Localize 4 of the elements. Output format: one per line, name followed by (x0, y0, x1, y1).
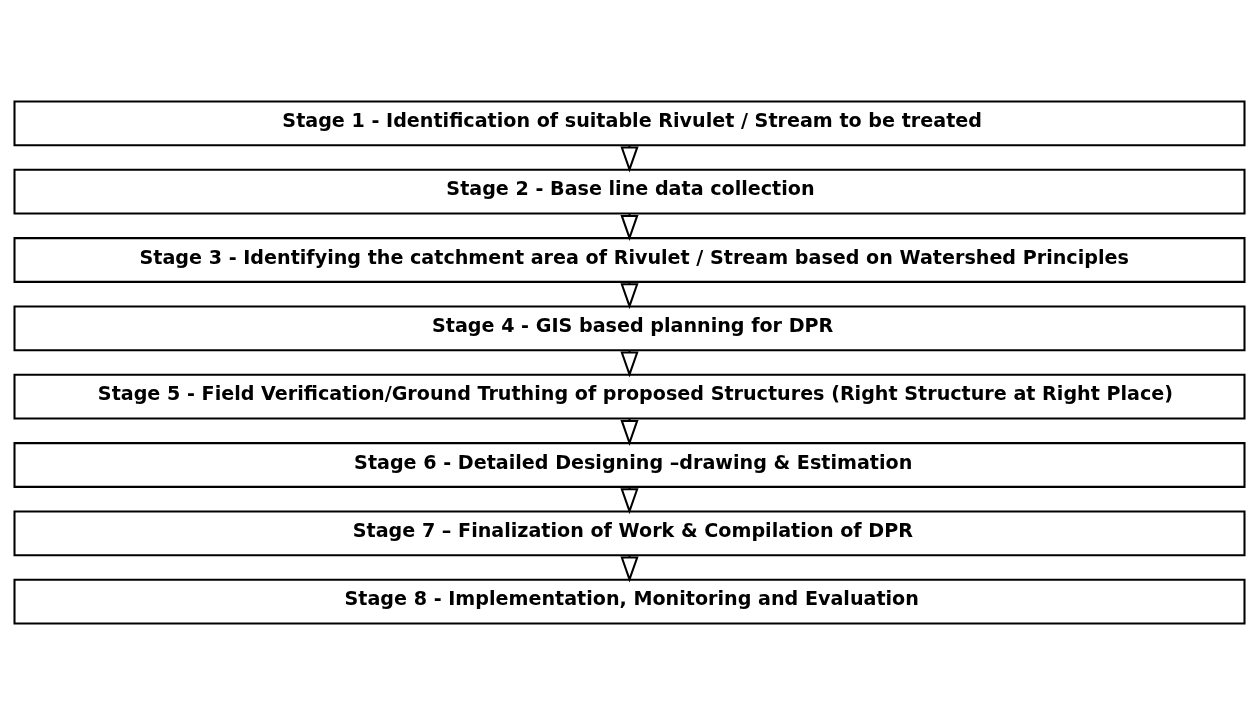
arrow (620, 144, 639, 173)
arrow (620, 554, 639, 583)
arrow (620, 349, 639, 378)
node-box: Stage 8 - Implementation, Monitoring and Evaluation (13, 578, 1246, 625)
